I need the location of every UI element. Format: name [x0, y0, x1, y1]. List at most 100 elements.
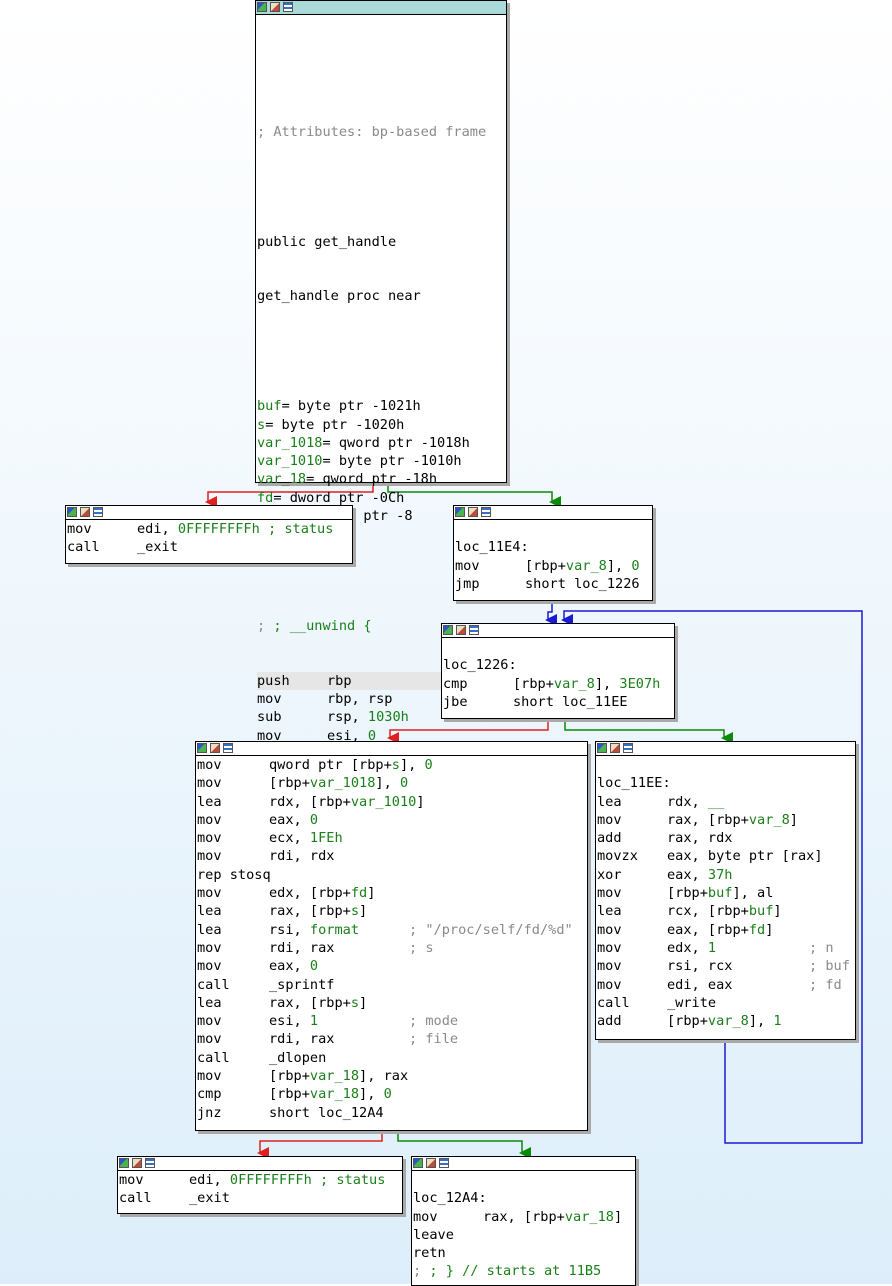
instruction-line[interactable]: rep stosq: [197, 866, 587, 884]
graph-color-icon[interactable]: [257, 2, 267, 12]
operands: [rbp+buf], al: [667, 885, 774, 902]
stack-var-line[interactable]: s= byte ptr -1020h: [257, 416, 506, 434]
instruction-line[interactable]: call_write: [597, 994, 855, 1012]
instruction-line[interactable]: cmp[rbp+var_8], 3E07h: [443, 675, 674, 693]
instruction-line[interactable]: mov[rbp+var_18], rax: [197, 1067, 587, 1085]
instruction-line[interactable]: retn: [413, 1244, 635, 1262]
group-icon[interactable]: [223, 743, 233, 753]
stack-var-name: fd: [257, 489, 274, 506]
graph-color-icon[interactable]: [197, 743, 207, 753]
edit-icon[interactable]: [80, 507, 90, 517]
mnemonic: call: [119, 1190, 152, 1207]
edge-false-main-exit2: [257, 1130, 383, 1159]
instruction-line[interactable]: mov[rbp+buf], al: [597, 884, 855, 902]
group-icon[interactable]: [481, 507, 491, 517]
instruction-line[interactable]: call_sprintf: [197, 976, 587, 994]
instruction-line[interactable]: cmp[rbp+var_18], 0: [197, 1085, 587, 1103]
instruction-line[interactable]: mov[rbp+var_1018], 0: [197, 774, 587, 792]
edit-icon[interactable]: [210, 743, 220, 753]
block-get-handle-entry[interactable]: ; Attributes: bp-based frame public get_…: [255, 0, 507, 835]
loc-label: loc_11EE:: [597, 775, 671, 792]
edit-icon[interactable]: [426, 1158, 436, 1168]
group-icon[interactable]: [623, 743, 633, 753]
loc-label: loc_12A4:: [413, 1190, 487, 1207]
edit-icon[interactable]: [270, 2, 280, 12]
group-icon[interactable]: [145, 1158, 155, 1168]
stack-var-line[interactable]: var_1010= byte ptr -1010h: [257, 452, 506, 470]
group-icon[interactable]: [439, 1158, 449, 1168]
block-titlebar: [596, 742, 855, 756]
edit-icon[interactable]: [456, 625, 466, 635]
graph-color-icon[interactable]: [119, 1158, 129, 1168]
stack-var-line[interactable]: buf= byte ptr -1021h: [257, 397, 506, 415]
mnemonic: add: [597, 830, 622, 847]
edit-icon[interactable]: [468, 507, 478, 517]
stack-var-line[interactable]: var_18= qword ptr -18h: [257, 470, 506, 488]
graph-color-icon[interactable]: [597, 743, 607, 753]
instruction-line[interactable]: leave: [413, 1226, 635, 1244]
graph-color-icon[interactable]: [67, 507, 77, 517]
instruction-line[interactable]: call _exit: [119, 1189, 402, 1207]
stack-var-line[interactable]: fd= dword ptr -0Ch: [257, 489, 506, 507]
edit-icon[interactable]: [610, 743, 620, 753]
edit-icon[interactable]: [132, 1158, 142, 1168]
group-icon[interactable]: [93, 507, 103, 517]
mnemonic: lea: [597, 793, 622, 810]
instruction-line[interactable]: call_exit: [67, 538, 352, 556]
group-icon[interactable]: [283, 2, 293, 12]
operands: _exit: [189, 1190, 230, 1207]
instruction-line[interactable]: mov[rbp+var_8], 0: [455, 557, 652, 575]
stack-var-line[interactable]: var_1018= qword ptr -1018h: [257, 434, 506, 452]
operands: rbp: [327, 672, 352, 689]
loc-label: loc_1226:: [443, 657, 517, 674]
graph-color-icon[interactable]: [413, 1158, 423, 1168]
instruction-line[interactable]: call_dlopen: [197, 1049, 587, 1067]
edge-true-1226-11ee: [564, 718, 733, 744]
mnemonic: lea: [197, 793, 222, 810]
graph-color-icon[interactable]: [455, 507, 465, 517]
mnemonic: cmp: [197, 1086, 222, 1103]
group-icon[interactable]: [469, 625, 479, 635]
graph-color-icon[interactable]: [443, 625, 453, 635]
instruction-line[interactable]: add[rbp+var_8], 1: [597, 1012, 855, 1030]
